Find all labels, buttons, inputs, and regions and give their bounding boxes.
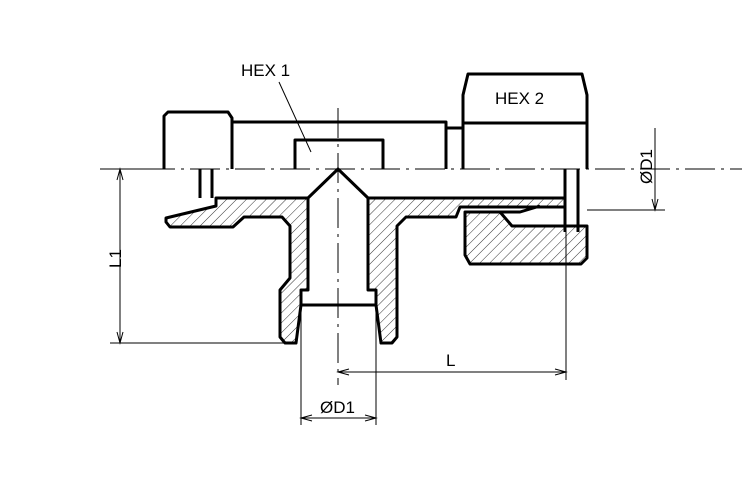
body-outline [232, 120, 448, 169]
body-section-left [164, 196, 310, 345]
d1-right-label: ØD1 [637, 149, 656, 184]
body-section-right [366, 196, 567, 345]
hex2-label: HEX 2 [495, 89, 544, 108]
ferrule [500, 204, 541, 214]
drill-cone [306, 167, 370, 200]
hex2-outline [461, 72, 589, 169]
l1-label: L1 [106, 249, 125, 268]
hex1-label: HEX 1 [241, 61, 290, 80]
d1-bottom-label: ØD1 [320, 398, 355, 417]
d1-right-arrow [651, 198, 659, 212]
l1-arrows [116, 167, 124, 345]
l-label: L [446, 351, 455, 370]
hex1-outline [293, 138, 385, 169]
d1-arrows [299, 414, 378, 422]
hex1-leader [278, 81, 312, 153]
left-nut-outline [162, 110, 234, 169]
l-arrows [336, 368, 568, 376]
hex2-nut-section [463, 210, 589, 266]
